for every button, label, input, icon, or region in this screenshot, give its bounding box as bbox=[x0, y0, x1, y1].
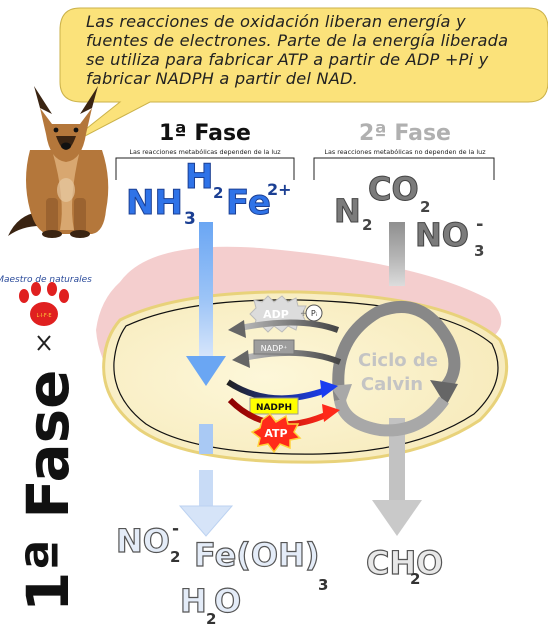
nh-label: NH bbox=[126, 183, 183, 223]
ch2o-ch-label: CH bbox=[366, 544, 416, 582]
h2o-subscript: 2 bbox=[206, 610, 216, 628]
no3-subscript: 3 bbox=[474, 242, 484, 260]
pi-label: Pᵢ bbox=[311, 309, 317, 318]
fe-superscript: 2+ bbox=[267, 180, 292, 199]
phase2-title: 2ª Fase bbox=[359, 121, 451, 146]
nadph-label: NADPH bbox=[256, 403, 292, 413]
bubble-line: fabricar NADPH a partir del NAD. bbox=[86, 69, 359, 88]
bubble-line: se utiliza para fabricar ATP a partir de… bbox=[86, 50, 489, 69]
h2o-h-label: H bbox=[180, 582, 207, 620]
n2-subscript: 2 bbox=[362, 216, 372, 234]
nadph-box bbox=[249, 397, 299, 415]
nh-subscript: 3 bbox=[184, 209, 196, 229]
logo-text: Maestro de naturales bbox=[0, 275, 92, 285]
plus-sign: + bbox=[300, 309, 308, 319]
ch2o-o-label: O bbox=[416, 544, 443, 582]
nadp-box bbox=[253, 339, 295, 355]
no3-label: NO bbox=[415, 216, 469, 254]
phase2-inputs: N 2 CO 2 NO 3 - bbox=[334, 170, 485, 261]
fe-label: Fe bbox=[226, 183, 271, 223]
logo-paw-text: L·I·F·E bbox=[36, 313, 51, 319]
no2-subscript: 2 bbox=[170, 548, 180, 566]
pi-circle bbox=[305, 304, 323, 322]
h-subscript: 2 bbox=[213, 184, 223, 202]
h2o-o-label: O bbox=[214, 582, 241, 620]
n2-label: N bbox=[334, 192, 361, 230]
side-title: 1ª Fase bbox=[14, 370, 82, 612]
speech-bubble-text: Las reacciones de oxidación liberan ener… bbox=[86, 12, 546, 88]
phase1-inputs: NH 3 H 2 Fe 2+ bbox=[126, 157, 292, 230]
phase1-header: 1ª Fase Las reacciones metabólicas depen… bbox=[115, 121, 295, 180]
no2-label: NO bbox=[116, 522, 170, 560]
phase2-subtitle: Las reacciones metabólicas no dependen d… bbox=[324, 148, 486, 156]
energy-arrows: NADP⁺ NADPH ATP bbox=[226, 319, 342, 454]
no2-superscript: - bbox=[172, 519, 179, 539]
phase1-outputs: NO 2 - Fe(OH) 3 H 2 O bbox=[115, 519, 328, 628]
phase2-flow-arrow bbox=[372, 222, 422, 536]
nadp-label: NADP⁺ bbox=[261, 344, 288, 353]
ch2o-subscript: 2 bbox=[410, 570, 420, 588]
phase1-title: 1ª Fase bbox=[159, 121, 251, 146]
calvin-label-line2: Calvin bbox=[361, 374, 423, 395]
no3-superscript: - bbox=[476, 214, 483, 235]
dog-illustration bbox=[8, 86, 109, 238]
atp-label: ATP bbox=[264, 427, 287, 440]
phase2-outputs: CH 2 O bbox=[365, 543, 443, 588]
speech-bubble bbox=[59, 7, 548, 149]
phase1-flow-arrow bbox=[178, 222, 234, 537]
feoh3-label: Fe(OH) bbox=[194, 536, 320, 574]
phase1-subtitle: Las reacciones metabólicas dependen de l… bbox=[129, 148, 281, 156]
bubble-line: Las reacciones de oxidación liberan ener… bbox=[86, 12, 466, 31]
h-label: H bbox=[185, 157, 213, 197]
adp-label: ADP bbox=[263, 308, 289, 321]
calvin-cycle: Ciclo de Calvin bbox=[330, 300, 461, 437]
co2-label: CO bbox=[368, 170, 419, 208]
bubble-line: fuentes de electrones. Parte de la energ… bbox=[86, 31, 509, 50]
phase2-header: 2ª Fase Las reacciones metabólicas no de… bbox=[313, 121, 495, 180]
feoh3-subscript: 3 bbox=[318, 576, 328, 594]
maestro-logo: Maestro de naturales L·I·F·E bbox=[0, 275, 92, 351]
co2-subscript: 2 bbox=[420, 198, 430, 216]
calvin-label-line1: Ciclo de bbox=[358, 350, 438, 371]
